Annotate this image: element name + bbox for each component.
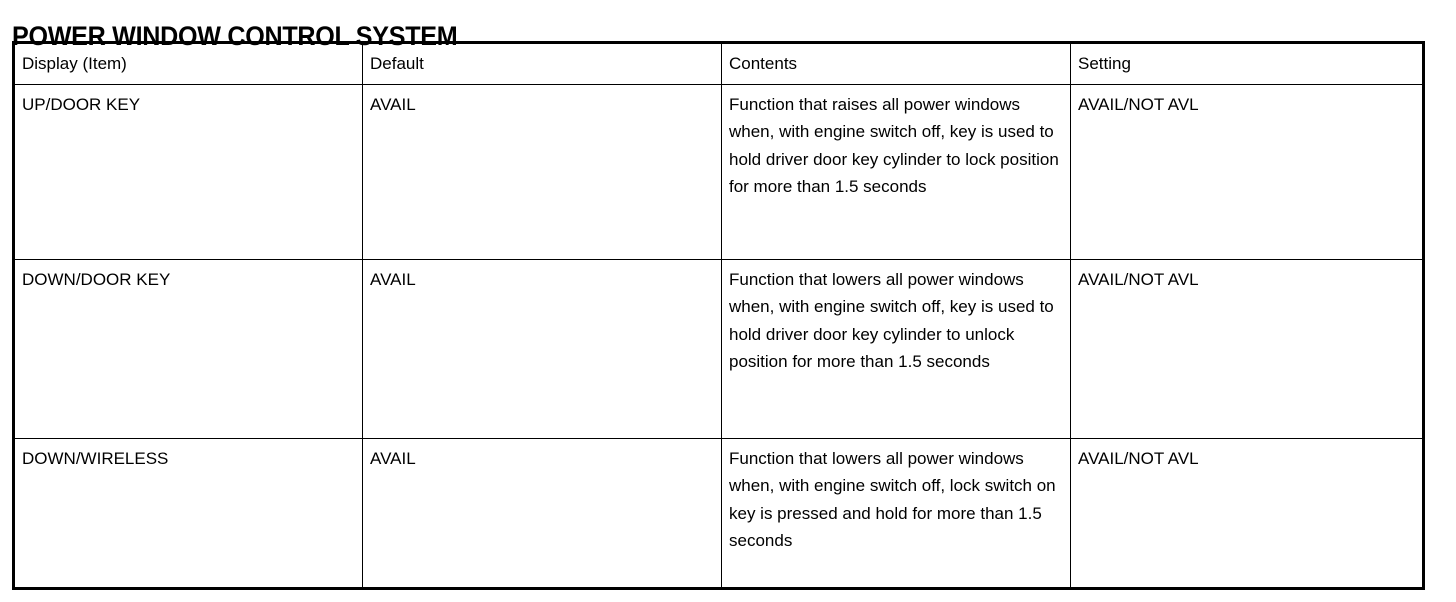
cell-contents: Function that raises all power windows w… — [721, 83, 1071, 260]
power-window-settings-table: Display (Item) Default Contents Setting … — [12, 41, 1425, 590]
column-header-contents: Contents — [721, 42, 1071, 85]
table-row: DOWN/WIRELESS AVAIL Function that lowers… — [13, 437, 1424, 589]
cell-default: AVAIL — [362, 83, 722, 260]
table-row: DOWN/DOOR KEY AVAIL Function that lowers… — [13, 258, 1424, 439]
cell-setting: AVAIL/NOT AVL — [1070, 258, 1424, 439]
cell-display-item: UP/DOOR KEY — [13, 83, 363, 260]
cell-contents: Function that lowers all power windows w… — [721, 258, 1071, 439]
table-header-row: Display (Item) Default Contents Setting — [13, 42, 1424, 85]
cell-contents: Function that lowers all power windows w… — [721, 437, 1071, 589]
cell-setting: AVAIL/NOT AVL — [1070, 83, 1424, 260]
cell-default: AVAIL — [362, 437, 722, 589]
cell-setting: AVAIL/NOT AVL — [1070, 437, 1424, 589]
column-header-setting: Setting — [1070, 42, 1424, 85]
column-header-default: Default — [362, 42, 722, 85]
cell-display-item: DOWN/DOOR KEY — [13, 258, 363, 439]
table-body: UP/DOOR KEY AVAIL Function that raises a… — [13, 83, 1424, 589]
table-row: UP/DOOR KEY AVAIL Function that raises a… — [13, 83, 1424, 260]
table-header: Display (Item) Default Contents Setting — [13, 42, 1424, 85]
cell-display-item: DOWN/WIRELESS — [13, 437, 363, 589]
column-header-display-item: Display (Item) — [13, 42, 363, 85]
cell-default: AVAIL — [362, 258, 722, 439]
